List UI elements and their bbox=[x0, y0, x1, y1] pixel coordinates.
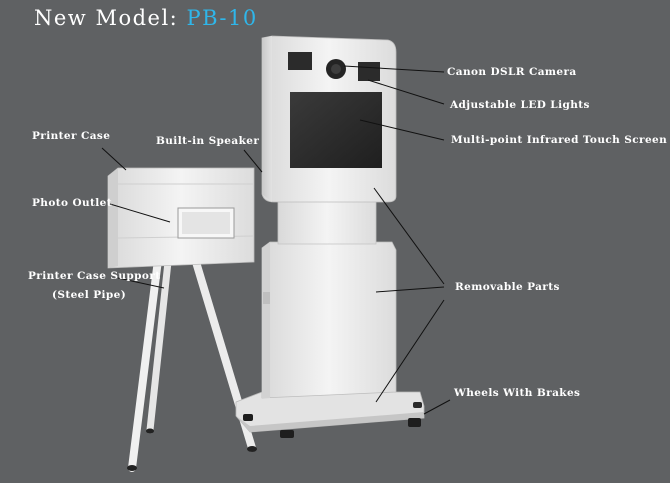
led-light-right-icon bbox=[358, 62, 380, 81]
printer-case bbox=[107, 167, 255, 269]
touch-screen-panel bbox=[290, 92, 382, 168]
label-photo-outlet: Photo Outlet bbox=[32, 197, 112, 209]
leader-removable-parts-mid bbox=[375, 286, 445, 293]
lower-cabinet bbox=[261, 241, 397, 399]
leader-wheels bbox=[423, 399, 451, 415]
title-prefix: New Model: bbox=[34, 6, 187, 30]
leader-lines bbox=[101, 65, 451, 415]
led-light-left-icon bbox=[288, 52, 312, 70]
label-printer-case: Printer Case bbox=[32, 130, 111, 142]
leader-photo-outlet bbox=[109, 203, 171, 223]
leader-printer-support bbox=[117, 277, 165, 289]
leader-removable-parts-top bbox=[373, 187, 445, 285]
leader-built-in-speaker bbox=[243, 149, 263, 173]
leader-led-lights bbox=[367, 79, 445, 105]
wheels-icon bbox=[243, 402, 422, 438]
label-removable-parts: Removable Parts bbox=[455, 281, 560, 293]
leader-removable-parts-bottom bbox=[375, 299, 445, 403]
label-touch-screen: Multi-point Infrared Touch Screen bbox=[451, 134, 668, 146]
label-printer-support-line1: Printer Case Support bbox=[28, 270, 161, 282]
title-model: PB-10 bbox=[186, 6, 258, 30]
leader-canon-camera bbox=[343, 65, 445, 73]
label-led-lights: Adjustable LED Lights bbox=[450, 99, 590, 111]
leader-touch-screen bbox=[359, 119, 445, 141]
head-unit bbox=[261, 35, 397, 203]
booth-neck bbox=[277, 195, 377, 245]
label-printer-support-line2: (Steel Pipe) bbox=[52, 289, 127, 301]
label-wheels: Wheels With Brakes bbox=[454, 387, 581, 399]
printer-case-support bbox=[127, 256, 257, 472]
label-built-in-speaker: Built-in Speaker bbox=[156, 135, 260, 147]
booth-base bbox=[235, 391, 425, 438]
page-title: New Model: PB-10 bbox=[34, 6, 258, 30]
leader-printer-case bbox=[101, 147, 127, 171]
label-canon-camera: Canon DSLR Camera bbox=[447, 66, 577, 78]
